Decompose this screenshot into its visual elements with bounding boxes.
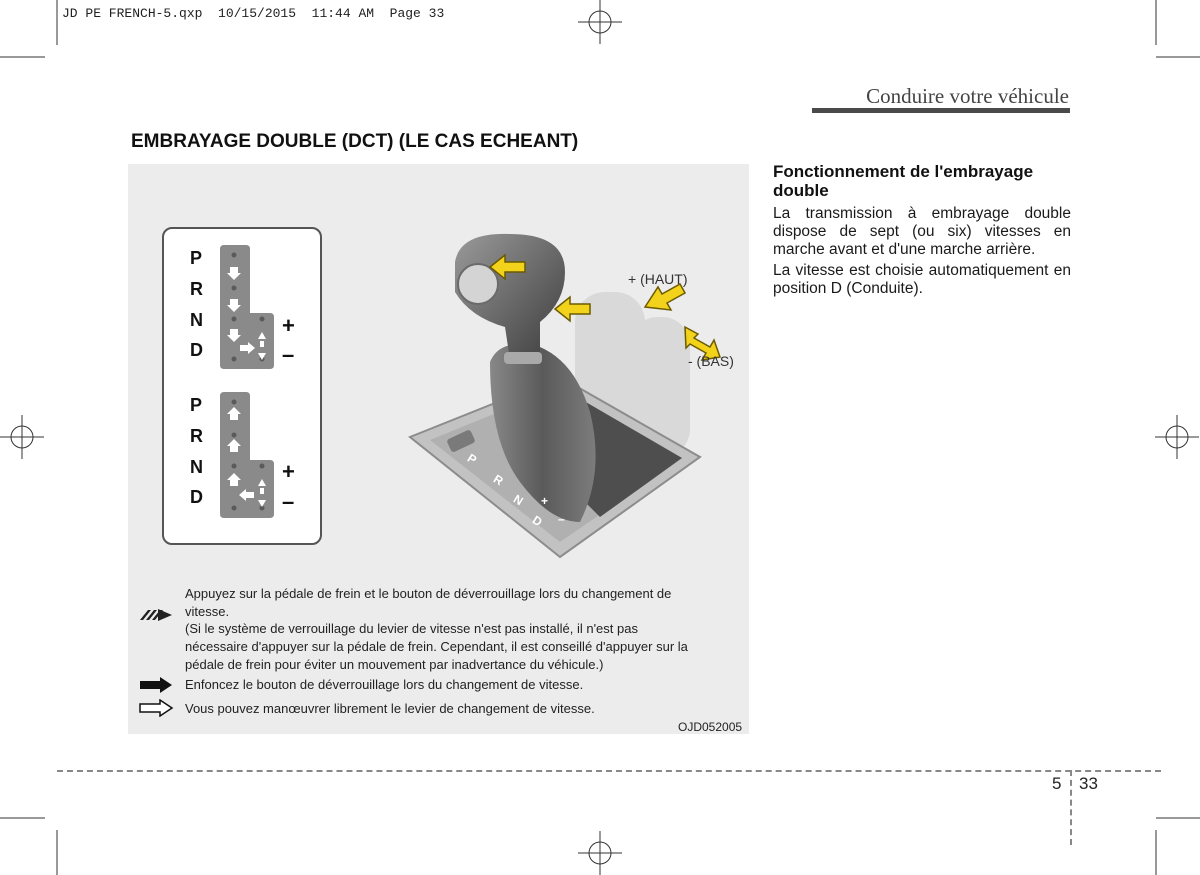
- subheading: Fonctionnement de l'embrayage double: [773, 162, 1034, 200]
- legend-brake-line-3: (Si le système de verrouillage du levier…: [185, 621, 638, 636]
- gate-top-minus: –: [282, 342, 295, 367]
- brake-and-button-icon: [140, 609, 172, 621]
- paragraph-2: La vitesse est choisie automatiquement e…: [773, 262, 1071, 297]
- chapter-number: 5: [1052, 774, 1062, 793]
- label-down: - (BAS): [688, 353, 734, 369]
- figure-code: OJD052005: [678, 720, 743, 734]
- legend-free-move: Vous pouvez manœuvrer librement le levie…: [185, 701, 595, 716]
- print-slug: JD PE FRENCH-5.qxp 10/15/2015 11:44 AM P…: [62, 6, 445, 21]
- gate-bottom-letter-d: D: [190, 487, 203, 507]
- legend-brake-line-2: vitesse.: [185, 604, 230, 619]
- gate-top-track: [220, 245, 274, 369]
- shift-lever-illustration: [408, 233, 722, 559]
- paragraph-1: La transmission à embrayage double dispo…: [773, 205, 1071, 258]
- gate-top-letter-d: D: [190, 340, 203, 360]
- gate-bottom-plus: +: [282, 459, 295, 484]
- header-rule: [812, 108, 1070, 113]
- gate-top-letter-r: R: [190, 279, 203, 299]
- gate-top-letter-n: N: [190, 310, 203, 330]
- console-minus: –: [558, 512, 565, 526]
- gate-bottom-track: [220, 392, 274, 518]
- gate-top-letter-p: P: [190, 248, 203, 268]
- page-number: 33: [1079, 774, 1098, 793]
- gate-top-plus: +: [282, 313, 295, 338]
- gate-bottom-letter-p: P: [190, 395, 203, 415]
- chapter-title: Conduire votre véhicule: [866, 84, 1069, 108]
- footer-rule: [57, 770, 1161, 772]
- hollow-arrow-icon: [139, 699, 174, 717]
- legend-brake-line-1: Appuyez sur la pédale de frein et le bou…: [185, 586, 672, 601]
- console-plus: +: [541, 494, 549, 508]
- section-heading: EMBRAYAGE DOUBLE (DCT) (LE CAS ECHEANT): [131, 131, 579, 152]
- label-up: + (HAUT): [628, 271, 688, 287]
- legend-brake-line-4: nécessaire d'appuyer sur la pédale de fr…: [185, 639, 688, 654]
- gate-bottom-letter-n: N: [190, 457, 203, 477]
- gate-bottom-minus: –: [282, 489, 295, 514]
- solid-arrow-icon: [140, 677, 172, 693]
- gate-bottom-letter-r: R: [190, 426, 203, 446]
- footer-divider: [1070, 770, 1072, 845]
- legend-release-button: Enfoncez le bouton de déverrouillage lor…: [185, 677, 584, 692]
- legend-brake-line-5: pédale de frein pour éviter un mouvement…: [185, 657, 604, 672]
